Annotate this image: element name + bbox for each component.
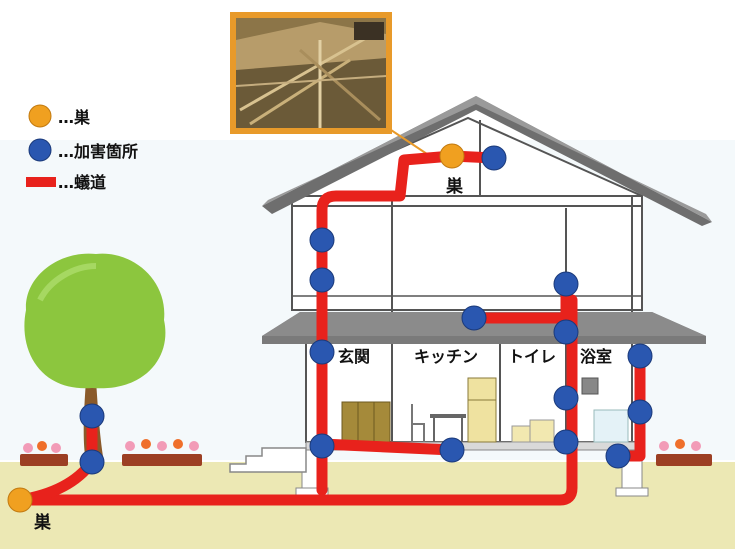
entrance-label: 玄関 [338, 347, 370, 366]
legend-damage-icon [29, 139, 51, 161]
table [430, 414, 466, 418]
damage-point [310, 434, 334, 458]
damage-point [482, 146, 506, 170]
damage-point [554, 430, 578, 454]
damage-point [462, 306, 486, 330]
toilet-fixture [530, 420, 554, 442]
damage-point [628, 400, 652, 424]
upper-floor [292, 196, 642, 310]
fridge [468, 378, 496, 442]
shoe-cabinet [342, 402, 390, 442]
damage-point [628, 344, 652, 368]
damage-point [310, 228, 334, 252]
legend-damage-text: …加害箇所 [58, 142, 138, 161]
bath-label: 浴室 [580, 347, 612, 366]
damage-point [310, 268, 334, 292]
tree-canopy [24, 254, 165, 389]
legend-nest-icon [29, 105, 51, 127]
legend-path-icon [26, 177, 56, 187]
damage-point [554, 386, 578, 410]
damage-point [554, 272, 578, 296]
toilet-label: トイレ [508, 347, 556, 366]
legend-path-text: …蟻道 [58, 173, 106, 192]
damage-point [606, 444, 630, 468]
floor-path [322, 444, 452, 450]
damage-point [80, 450, 104, 474]
bathtub [594, 410, 628, 442]
kitchen-label: キッチン [414, 347, 478, 366]
attic-nest-label: 巣 [445, 176, 464, 197]
attic-nest-marker [440, 144, 464, 168]
bath-mirror [582, 378, 598, 394]
damage-point [440, 438, 464, 462]
damage-point [310, 340, 334, 364]
attic-nest-photo [230, 12, 392, 134]
damage-point [80, 404, 104, 428]
damage-point [554, 320, 578, 344]
ground-nest-marker [8, 488, 32, 512]
ground-nest-label: 巣 [33, 512, 52, 533]
legend-nest-text: …巣 [58, 108, 91, 127]
